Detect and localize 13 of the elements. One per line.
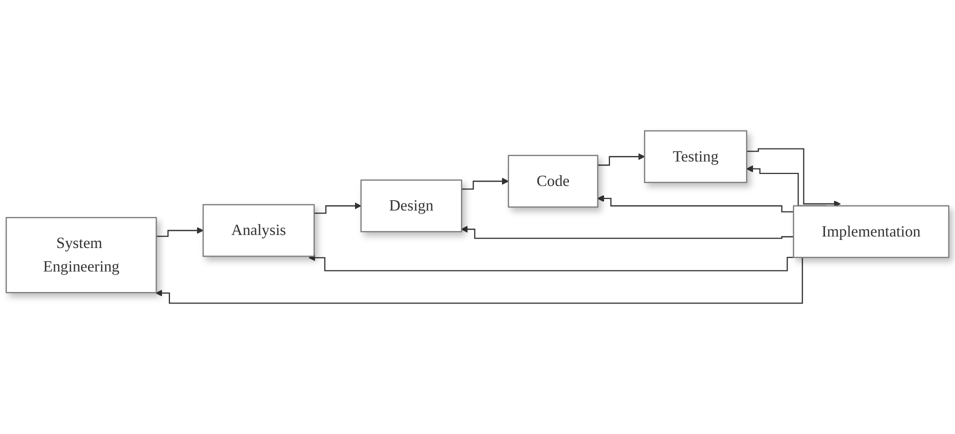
arrow xyxy=(598,153,645,166)
node-box: Code xyxy=(508,154,598,208)
node-box: Implementation xyxy=(792,205,950,258)
node-box: Design xyxy=(360,180,462,232)
arrow xyxy=(461,226,794,239)
node-box: System Engineering xyxy=(6,217,157,294)
node-box: Testing xyxy=(644,130,748,183)
arrow xyxy=(597,195,794,212)
arrow xyxy=(746,148,841,208)
node-box: Analysis xyxy=(202,204,315,257)
arrow xyxy=(462,178,509,190)
arrow xyxy=(314,202,362,214)
arrow xyxy=(156,227,204,237)
